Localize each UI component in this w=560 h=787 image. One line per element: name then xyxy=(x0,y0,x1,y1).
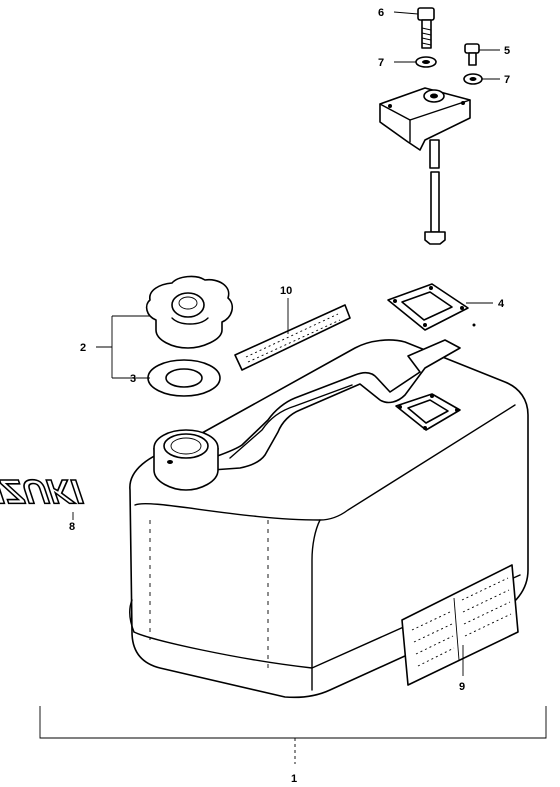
filler-neck xyxy=(153,429,219,491)
callout-10: 10 xyxy=(280,285,292,297)
label-sticker-10 xyxy=(234,304,351,371)
screw-5 xyxy=(464,43,480,66)
emblem-text: SUZUKI xyxy=(0,472,85,510)
callout-7-right: 7 xyxy=(504,74,510,86)
callout-2: 2 xyxy=(80,342,86,354)
callout-3: 3 xyxy=(130,373,136,385)
washer-7-right xyxy=(463,73,483,85)
bolt-6 xyxy=(417,7,435,49)
outlet-mount xyxy=(395,393,461,431)
fuel-cap xyxy=(145,275,234,349)
callout-9: 9 xyxy=(459,681,465,693)
suzuki-emblem: SUZUKI xyxy=(0,471,86,510)
callout-4: 4 xyxy=(498,298,505,310)
callout-8: 8 xyxy=(69,521,75,533)
outlet-fitting xyxy=(379,87,471,245)
callout-6: 6 xyxy=(378,7,384,19)
cap-gasket xyxy=(147,359,221,397)
stray-dot xyxy=(472,323,476,327)
washer-7-left xyxy=(415,56,437,68)
caution-label-9 xyxy=(401,564,519,686)
callout-1: 1 xyxy=(291,773,297,785)
callout-5: 5 xyxy=(504,45,510,57)
tank-handle xyxy=(211,339,461,471)
leader-lines xyxy=(39,11,547,764)
callout-7-left: 7 xyxy=(378,57,384,69)
mount-gasket xyxy=(387,283,469,331)
